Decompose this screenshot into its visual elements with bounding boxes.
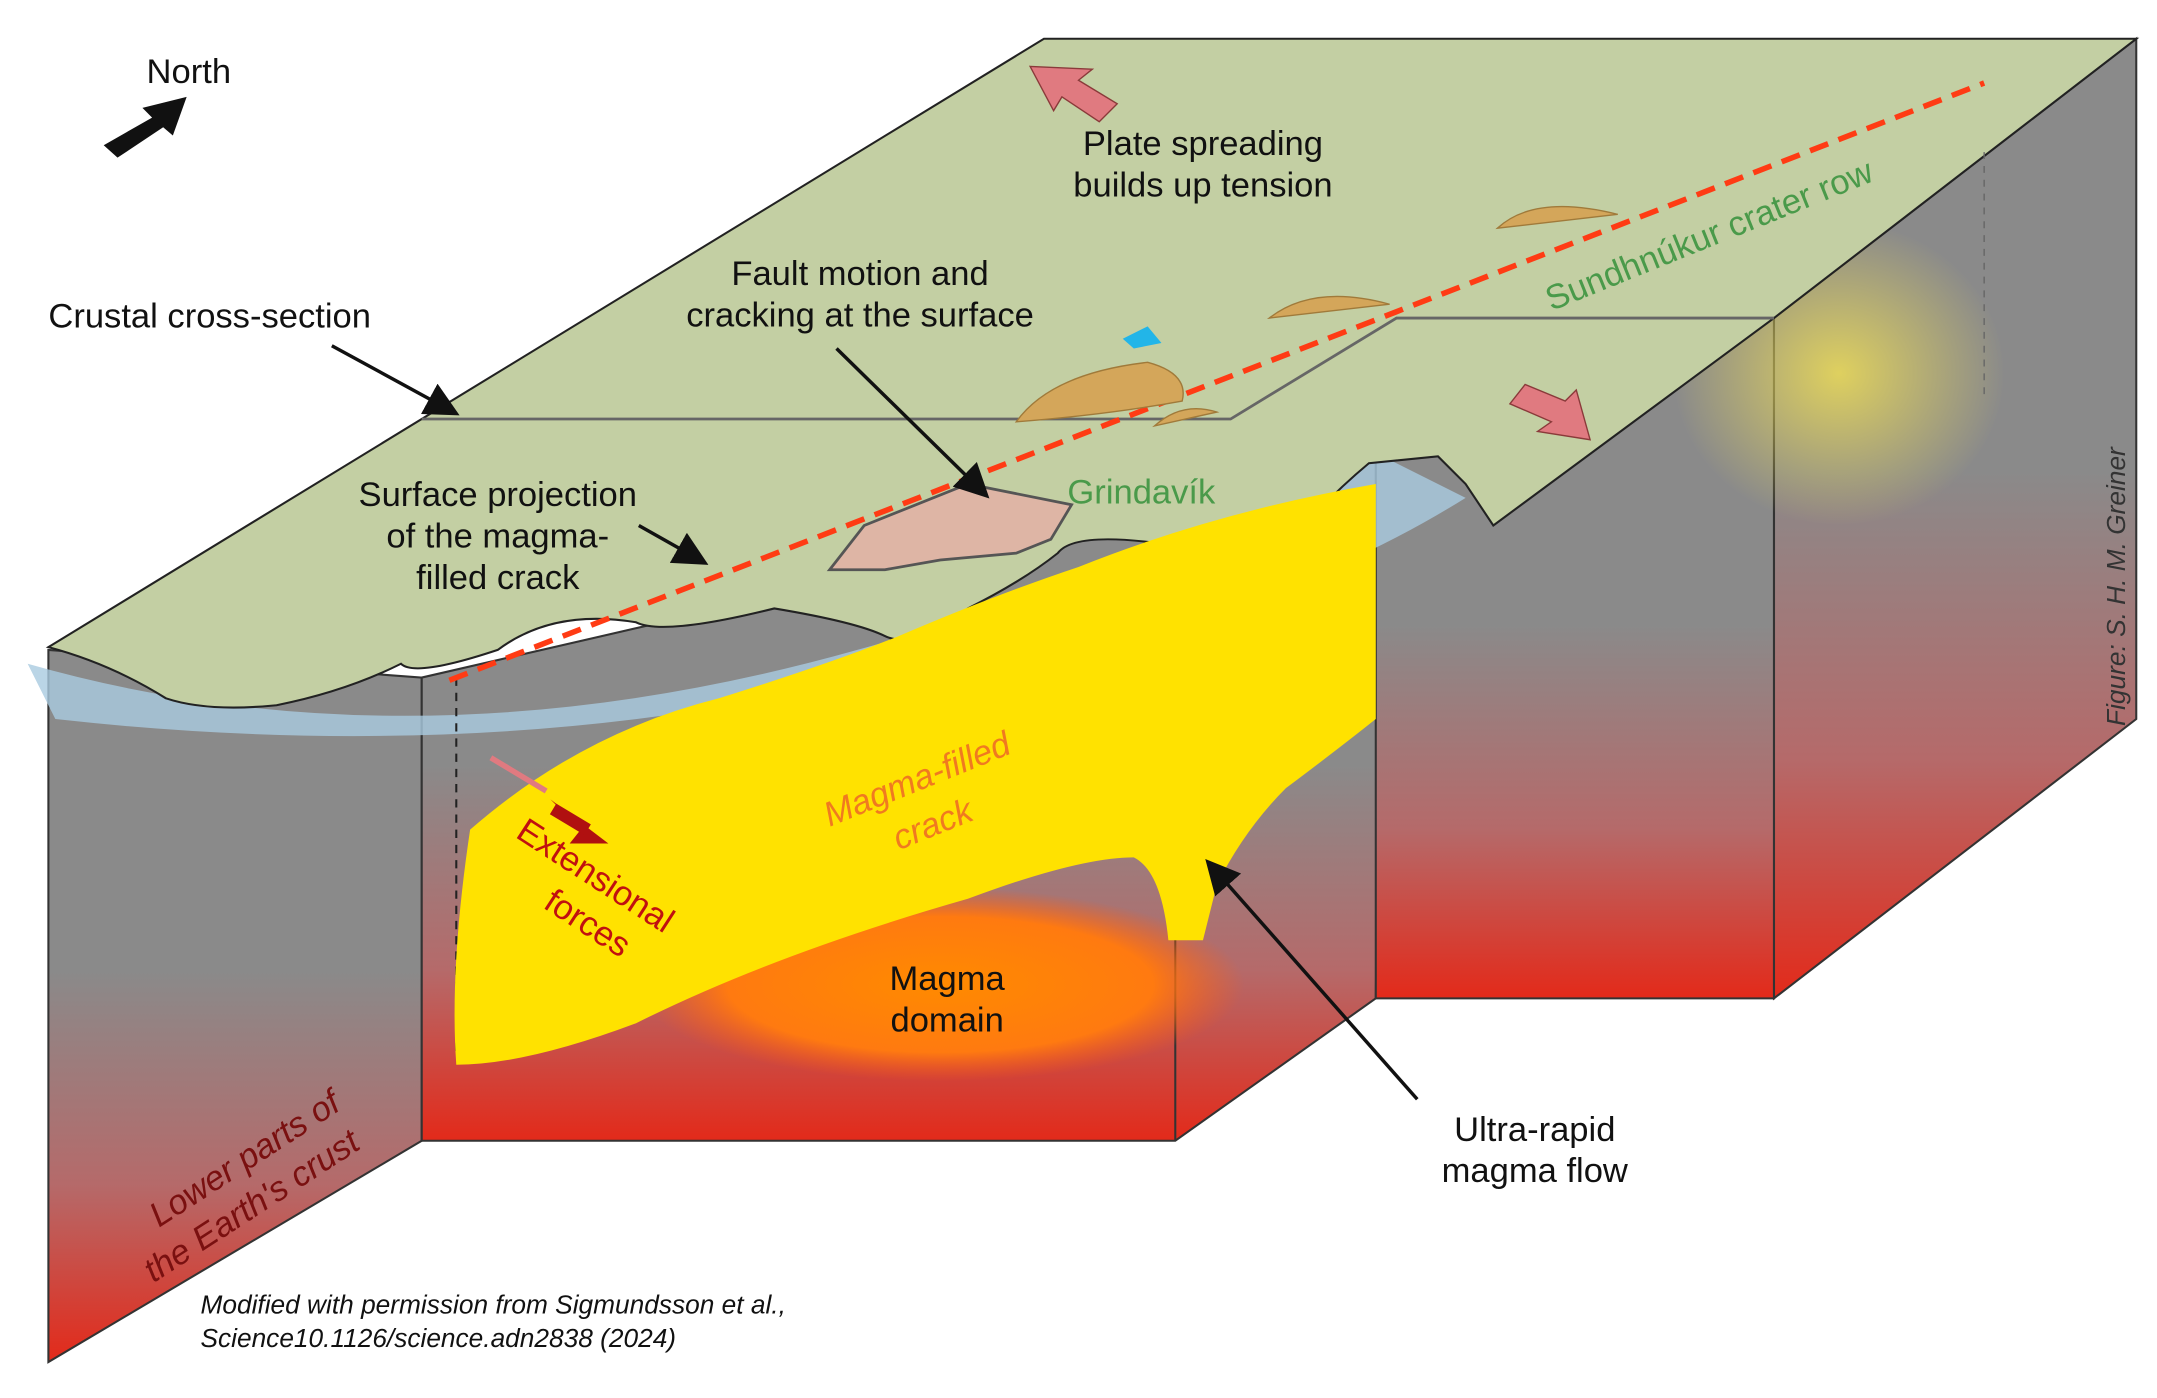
north-arrow-icon (103, 96, 187, 158)
magma-domain-label-2: domain (890, 1002, 1003, 1040)
plate-spreading-label-1: Plate spreading (1083, 125, 1323, 163)
extensional-arrow-shaft (549, 803, 591, 835)
fault-motion-pointer (835, 347, 990, 499)
surface-projection-label-1: Surface projection (359, 476, 637, 514)
surface-projection-label-2: of the magma- (386, 518, 609, 556)
cross-section-pointer (331, 344, 460, 416)
lava-field (1266, 295, 1390, 320)
credit-line-2: Science10.1126/science.adn2838 (2024) (200, 1323, 676, 1353)
extensional-arrow-pink (489, 755, 548, 794)
surface-projection-pointer (637, 523, 709, 565)
ultra-rapid-label-2: magma flow (1442, 1152, 1629, 1190)
left-crust-face (47, 648, 423, 1364)
north-arrow: North (103, 53, 231, 158)
cross-section-line (421, 316, 1774, 421)
surface-projection-label-3: filled crack (416, 559, 580, 597)
figure-credit: Figure: S. H. M. Greiner (2101, 446, 2131, 726)
lava-field (1495, 205, 1618, 230)
plate-spreading-arrow-nw (1028, 65, 1119, 123)
magma-filled-crack (454, 483, 1376, 1065)
north-label: North (147, 53, 231, 91)
fissure-projection (448, 80, 1986, 683)
fault-motion-label-2: cracking at the surface (686, 296, 1034, 334)
grindavik-town (826, 482, 1074, 572)
plate-spreading-arrow-se (1508, 383, 1592, 441)
grindavik-label: Grindavík (1067, 473, 1216, 511)
ultra-rapid-pointer (1205, 859, 1419, 1101)
fault-motion-label-1: Fault motion and (731, 255, 988, 293)
crustal-cross-section-label: Crustal cross-section (48, 298, 371, 336)
credit-line-1: Modified with permission from Sigmundsso… (200, 1290, 785, 1320)
magma-domain-label-1: Magma (890, 960, 1006, 998)
lava-field (1014, 361, 1184, 423)
ultra-rapid-label-1: Ultra-rapid (1454, 1111, 1615, 1149)
lava-field (1152, 408, 1220, 428)
plate-spreading-label-2: builds up tension (1073, 166, 1332, 204)
blue-lagoon (1122, 326, 1162, 349)
